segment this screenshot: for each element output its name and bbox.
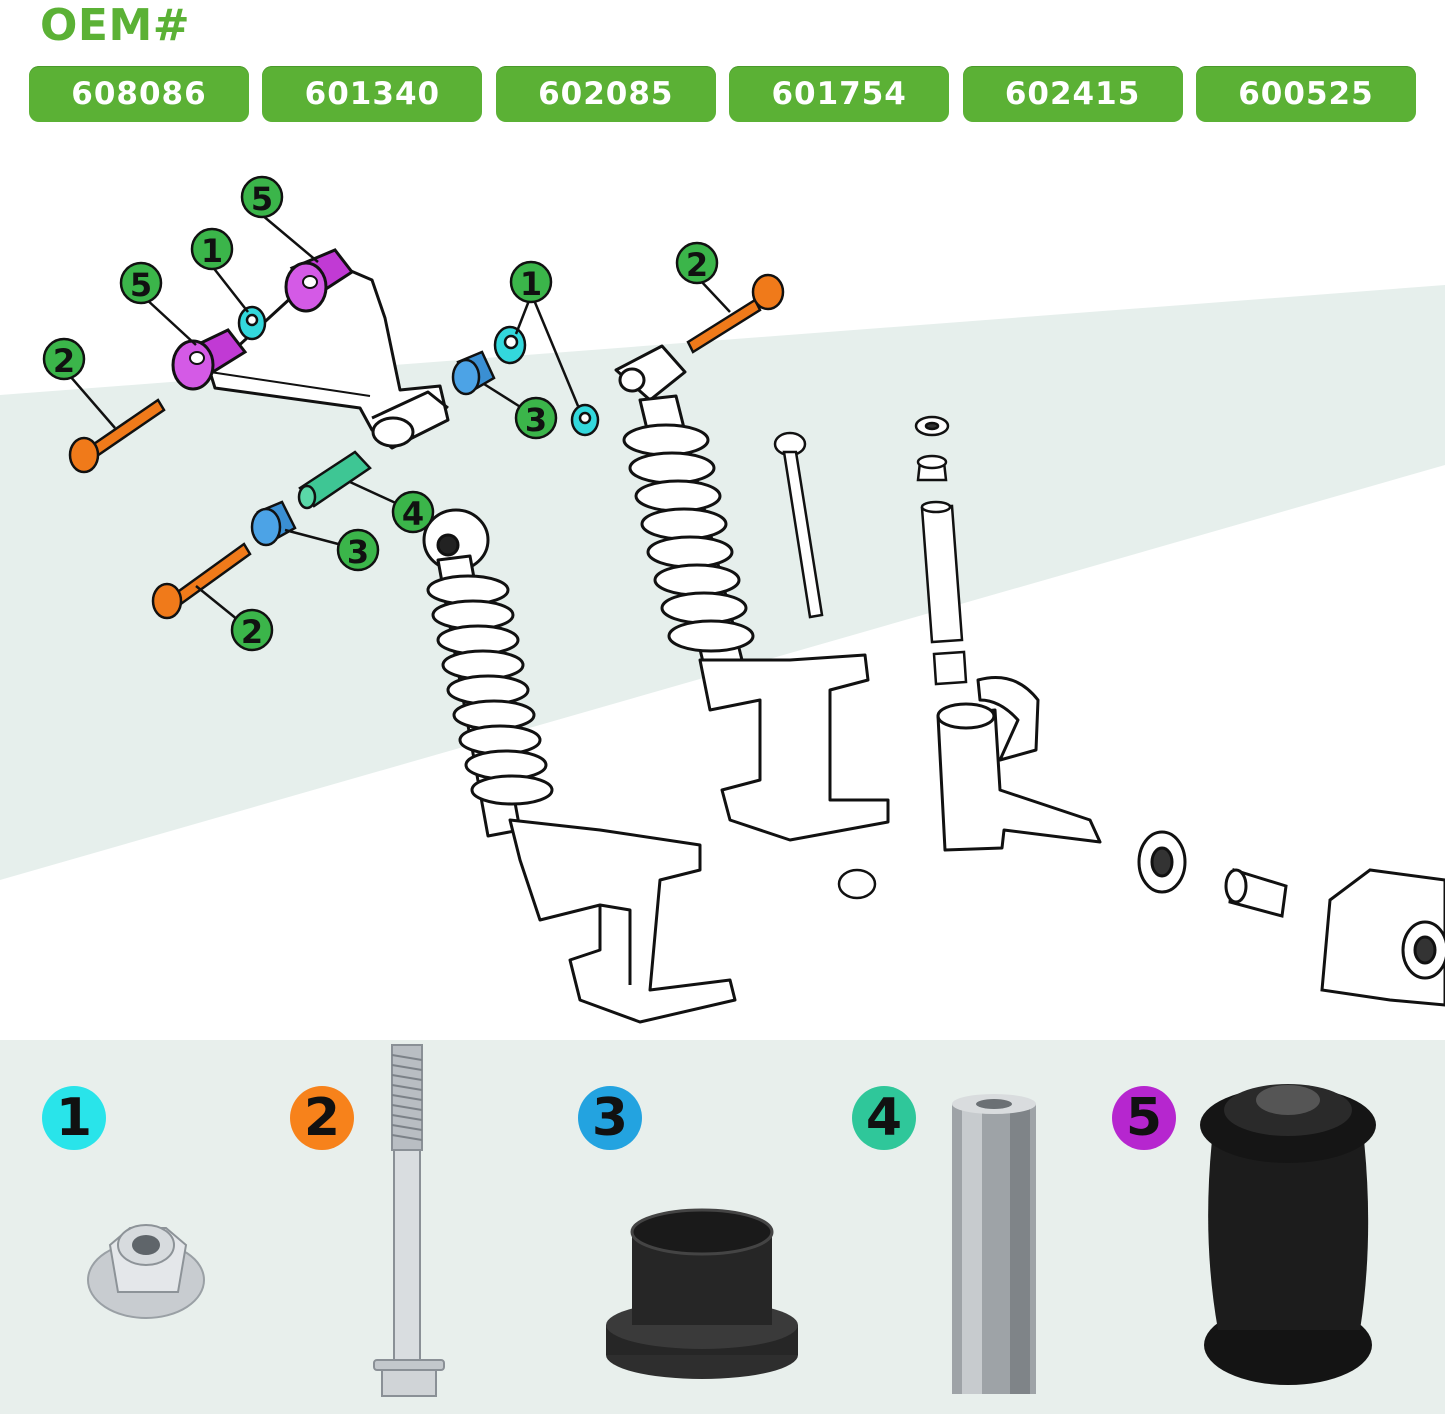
flange-nut-1c	[570, 403, 600, 437]
sleeve-spacer-4	[297, 450, 372, 510]
oem-number-badge: 602415	[962, 66, 1183, 122]
oem-number-badge: 608086	[29, 66, 249, 122]
legend-number-3: 3	[578, 1086, 642, 1150]
shock-absorber-right	[614, 344, 890, 842]
callout-2a: 2	[42, 337, 86, 381]
bolt-icon	[373, 1044, 445, 1397]
leader-lines	[69, 214, 731, 621]
callouts: 5 1 5 2 1 3 2 4 3 2	[42, 175, 719, 652]
callout-2b: 2	[675, 241, 719, 285]
flange-nut-1a	[237, 305, 267, 341]
svg-text:2: 2	[686, 246, 708, 284]
callout-1b: 1	[509, 260, 553, 304]
callout-3b: 3	[336, 528, 380, 572]
svg-text:2: 2	[53, 342, 75, 380]
svg-text:3: 3	[347, 533, 369, 571]
callout-4: 4	[391, 490, 435, 534]
flanged-bushing-3b	[250, 500, 297, 547]
wheel-hub	[1320, 868, 1445, 1007]
spindle-stack	[837, 415, 968, 900]
svg-text:4: 4	[402, 495, 424, 533]
hub-spacer	[1224, 868, 1288, 918]
callout-2c: 2	[230, 608, 274, 652]
oem-number-row: 608086 601340 602085 601754 602415 60052…	[29, 66, 1416, 124]
flanged-bushing-3a	[451, 350, 496, 396]
flanged-bushing-icon	[606, 1208, 798, 1379]
legend-number-2: 2	[290, 1086, 354, 1150]
oem-number-badge: 602085	[495, 66, 716, 122]
oem-number-badge: 600525	[1195, 66, 1416, 122]
bolt-2c	[686, 273, 785, 354]
flange-nut-1b	[493, 325, 527, 365]
shock-absorber-left	[422, 508, 737, 1024]
bolt-2a	[68, 398, 166, 474]
svg-text:5: 5	[130, 266, 152, 304]
callout-5b: 5	[119, 261, 163, 305]
oem-title: OEM#	[40, 0, 191, 51]
wheel-bearing	[1137, 830, 1187, 894]
svg-text:1: 1	[520, 265, 542, 303]
callout-5a: 5	[240, 175, 284, 219]
svg-text:5: 5	[251, 180, 273, 218]
callout-3a: 3	[514, 396, 558, 440]
steering-knuckle	[936, 676, 1102, 852]
sleeve-spacer-icon	[952, 1094, 1036, 1394]
svg-text:2: 2	[241, 613, 263, 651]
long-bolt	[773, 431, 824, 619]
legend-number-4: 4	[852, 1086, 916, 1150]
legend-number-5: 5	[1112, 1086, 1176, 1150]
legend-number-1: 1	[42, 1086, 106, 1150]
callout-1a: 1	[190, 227, 234, 271]
svg-text:1: 1	[201, 232, 223, 270]
control-arm-bushing-upper	[284, 248, 355, 313]
flange-nut-icon	[87, 1224, 205, 1319]
upper-control-arm	[208, 260, 450, 450]
oem-number-badge: 601754	[729, 66, 950, 122]
control-arm-bushing-icon	[1200, 1084, 1376, 1385]
bolt-2b	[151, 542, 252, 620]
legend-parts-illustrations	[87, 1044, 1376, 1397]
svg-text:3: 3	[525, 401, 547, 439]
oem-number-badge: 601340	[262, 66, 483, 122]
